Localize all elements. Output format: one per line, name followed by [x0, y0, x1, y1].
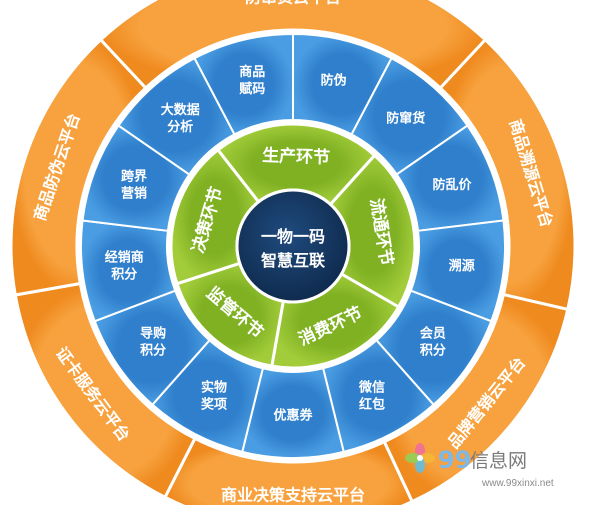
center-hub: [235, 188, 351, 304]
blue-label-dealer-points-line-2: 积分: [111, 266, 137, 282]
blue-label-product-coding-line-2: 赋码: [239, 81, 265, 97]
blue-label-dealer-points-line-1: 经销商: [105, 249, 144, 265]
orange-label-anti-diversion-cloud: 防窜货云平台: [245, 0, 341, 7]
blue-label-member-points-line-2: 积分: [420, 343, 446, 359]
center-line-2: 智慧互联: [261, 251, 325, 270]
blue-label-wechat-red-packet-line-2: 红包: [359, 397, 385, 413]
blue-label-wechat-red-packet-line-1: 微信: [358, 380, 385, 396]
center-line-1: 一物一码: [261, 227, 325, 246]
green-label-production: 生产环节: [262, 145, 331, 168]
blue-label-big-data-analysis-line-1: 大数据: [161, 102, 200, 118]
watermark-brand-text: 信息网: [470, 450, 527, 472]
watermark-domain: www.99xinxi.net: [481, 478, 554, 489]
watermark-logo: 99 信息网 www.99xinxi.net: [405, 443, 554, 489]
watermark-brand-digits: 99: [438, 446, 471, 474]
blue-label-shopping-guide-points-line-2: 积分: [140, 343, 166, 359]
blue-segment-big-data-analysis: [117, 56, 236, 176]
blue-label-shopping-guide-points-line-1: 导购: [140, 326, 166, 342]
blue-label-physical-prize-line-1: 实物: [201, 380, 227, 396]
blue-label-cross-border-marketing-line-1: 跨界: [121, 169, 147, 185]
blue-label-anti-diversion-line-1: 防窜货: [386, 110, 425, 126]
blue-label-cross-border-marketing-line-2: 营销: [121, 186, 147, 202]
orange-label-business-decision-cloud: 商业决策支持云平台: [221, 486, 365, 505]
blue-label-physical-prize-line-2: 奖项: [201, 397, 227, 413]
blue-label-traceability-line-1: 溯源: [449, 258, 475, 274]
blue-label-big-data-analysis-line-2: 分析: [167, 119, 193, 135]
blue-label-member-points-line-1: 会员: [420, 326, 446, 342]
blue-label-product-coding-line-1: 商品: [239, 64, 265, 80]
blue-label-anti-counterfeit-line-1: 防伪: [321, 72, 347, 88]
blue-label-coupon-line-1: 优惠券: [273, 408, 313, 424]
flower-logo-icon: [405, 443, 435, 473]
orange-segment-anti-counterfeit-cloud: [9, 37, 148, 297]
blue-label-anti-price-chaos-line-1: 防乱价: [432, 177, 472, 193]
